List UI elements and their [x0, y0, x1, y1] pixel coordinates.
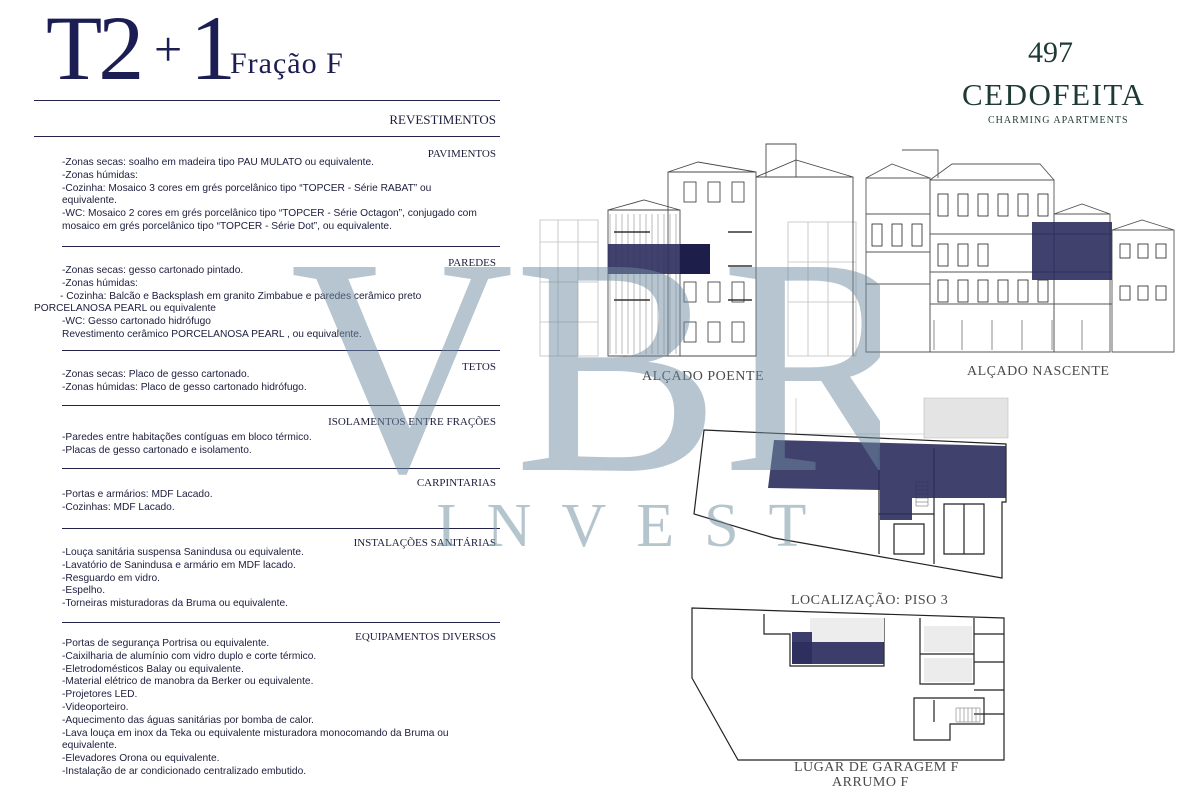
section-body-isolamentos: -Paredes entre habitações contíguas em b…: [62, 432, 312, 456]
section-body-carpintarias: -Portas e armários: MDF Lacado. -Cozinha…: [62, 489, 213, 513]
brand-number: 497: [1028, 36, 1073, 69]
caption-garagem: LUGAR DE GARAGEM F: [794, 760, 959, 775]
section-title-isolamentos: ISOLAMENTOS ENTRE FRAÇÕES: [328, 416, 496, 428]
section-rule: [62, 622, 500, 623]
west-elevation-drawing: [539, 143, 857, 357]
section-rule: [62, 468, 500, 469]
unit-type-title: T2: [46, 0, 144, 99]
floor-plan-piso3-drawing: [693, 397, 1009, 579]
brand-tagline: CHARMING APARTMENTS: [988, 115, 1129, 126]
section-title-tetos: TETOS: [461, 361, 496, 373]
section-title-carpintarias: CARPINTARIAS: [416, 477, 496, 489]
section-rule: [62, 528, 500, 529]
section-title-equipamentos: EQUIPAMENTOS DIVERSOS: [355, 631, 496, 643]
section-title-pavimentos: PAVIMENTOS: [427, 148, 496, 160]
specs-heading: REVESTIMENTOS: [389, 112, 496, 127]
caption-alcado-nascente: ALÇADO NASCENTE: [967, 364, 1110, 379]
fraction-label: Fração F: [230, 47, 344, 80]
top-rule: [34, 100, 500, 101]
caption-arrumo: ARRUMO F: [832, 775, 909, 790]
unit-type-plus: +: [154, 21, 183, 77]
footer-disclaimer: [0, 797, 1186, 803]
section-rule: [62, 405, 500, 406]
section-rule: [62, 350, 500, 351]
section-title-paredes: PAREDES: [448, 257, 496, 269]
section-body-pavimentos: -Zonas secas: soalho em madeira tipo PAU…: [62, 157, 477, 232]
section-rule: [62, 246, 500, 247]
brand-name: CEDOFEITA: [962, 77, 1146, 112]
caption-localizacao: LOCALIZAÇÃO: PISO 3: [791, 593, 949, 608]
caption-alcado-poente: ALÇADO POENTE: [642, 369, 764, 384]
section-body-instalacoes: -Louça sanitária suspensa Sanindusa ou e…: [62, 547, 304, 610]
section-body-equipamentos: -Portas de segurança Portrisa ou equival…: [62, 638, 449, 777]
heading-rule: [34, 136, 500, 137]
section-body-tetos: -Zonas secas: Placo de gesso cartonado. …: [62, 369, 307, 393]
unit-type-extra: 1: [190, 0, 236, 99]
section-title-instalacoes: INSTALAÇÕES SANITÁRIAS: [353, 537, 496, 549]
garage-plan-drawing: [691, 607, 1005, 761]
section-body-paredes: -Zonas secas: gesso cartonado pintado. -…: [34, 265, 422, 340]
east-elevation-drawing: [865, 149, 1175, 353]
